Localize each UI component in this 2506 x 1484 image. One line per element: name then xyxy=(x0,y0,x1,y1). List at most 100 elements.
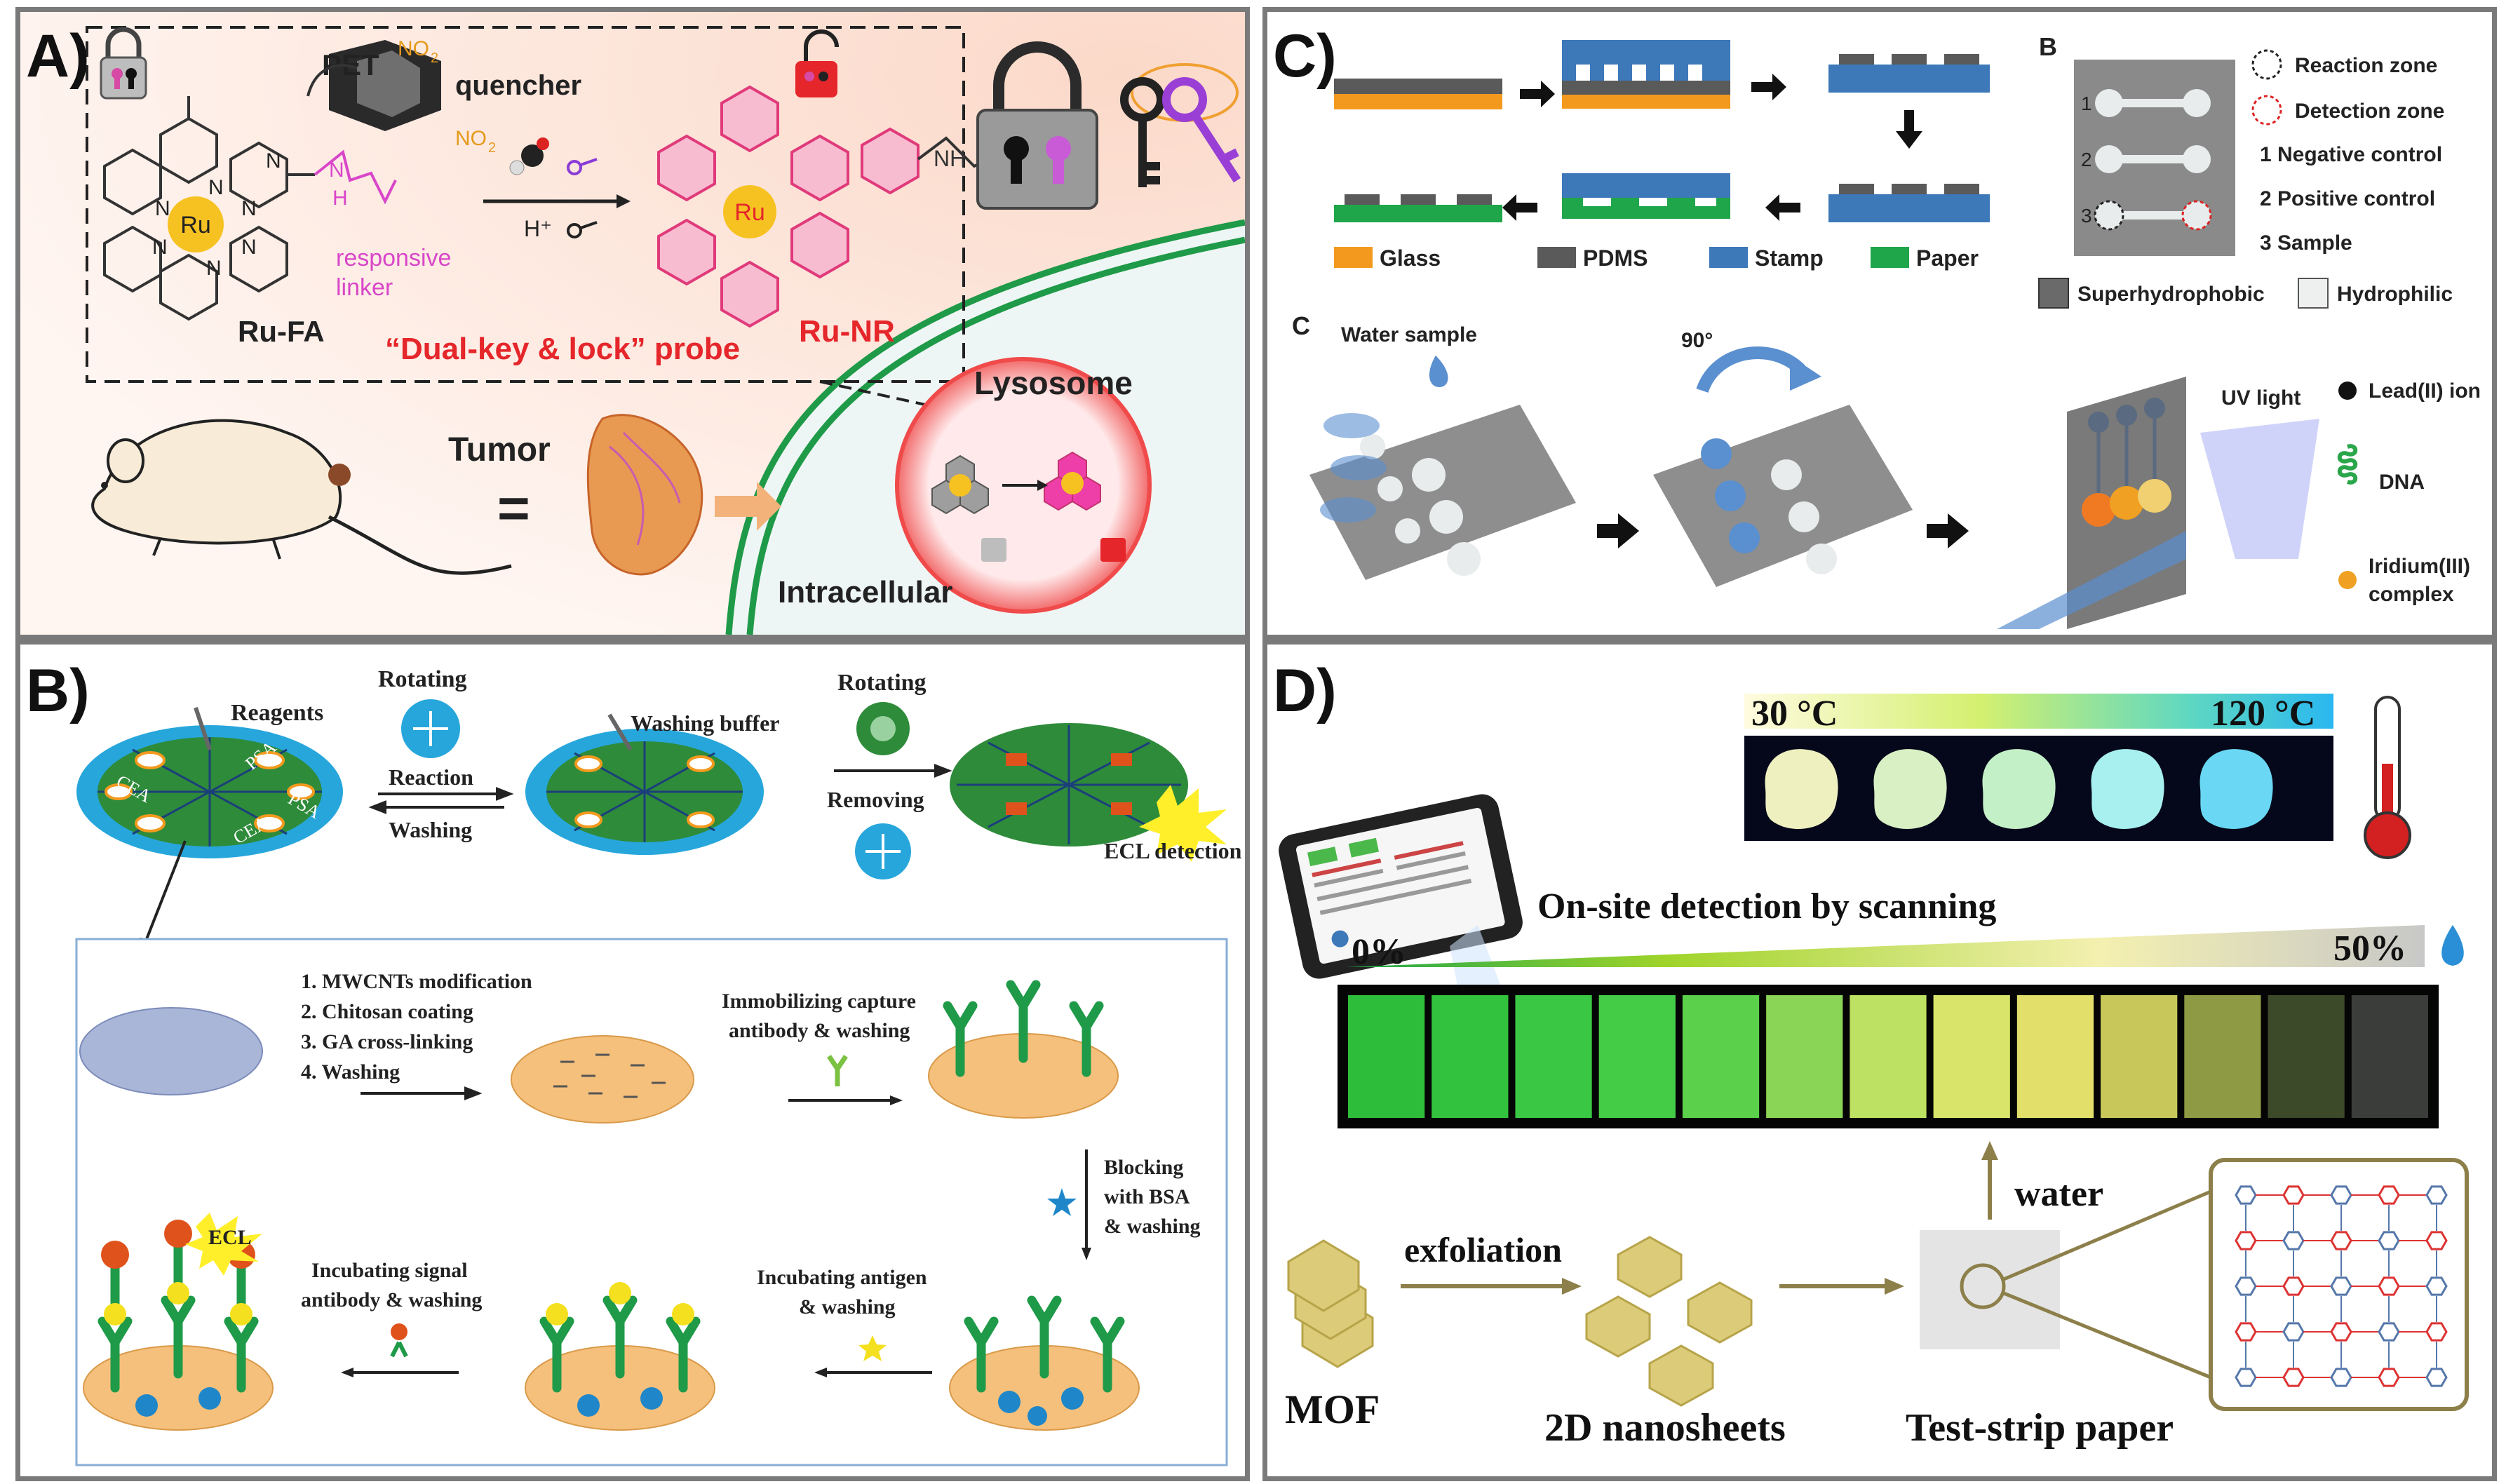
ru-nr-label: Ru-NR xyxy=(799,314,895,349)
strip-cell xyxy=(1933,995,2010,1118)
mof-node xyxy=(2235,1185,2257,1205)
mof-node xyxy=(2235,1322,2257,1342)
tumor-label: Tumor xyxy=(448,431,551,468)
strip-cell xyxy=(2101,995,2178,1118)
panel-d-letter: D) xyxy=(1273,657,1337,724)
exfoliation-arrow xyxy=(1401,1278,1582,1295)
onsite-detection-label: On-site detection by scanning xyxy=(1537,886,1996,926)
panel-b-graphic: B) Reagents PSA CEA CEA PSA Rotating Rea… xyxy=(26,657,1242,1466)
ru-label: Ru xyxy=(734,199,764,226)
reaction-zone-marker xyxy=(2251,49,2282,80)
mof-node xyxy=(2282,1368,2305,1387)
nanosheets-label: 2D nanosheets xyxy=(1544,1406,1786,1450)
mof-node xyxy=(2378,1322,2400,1342)
blocked-electrode xyxy=(949,1295,1140,1431)
nh-label: NH xyxy=(934,146,966,171)
test-strip-paper xyxy=(1920,1230,2060,1349)
n-label: N xyxy=(266,149,281,173)
temperature-sample xyxy=(1873,749,1947,829)
step-3-label: 3. GA cross-linking xyxy=(301,1030,473,1053)
panel-a-letter: A) xyxy=(26,22,90,90)
mof-node xyxy=(2282,1322,2305,1342)
no2-label: NO xyxy=(398,37,429,60)
ru-label: Ru xyxy=(180,212,210,238)
step-arrow-3 xyxy=(1047,1149,1091,1260)
ru-fa-molecule xyxy=(103,96,315,321)
dna-label: DNA xyxy=(2379,471,2425,494)
strip-cells xyxy=(1348,995,2428,1118)
strip-cell xyxy=(1598,995,1676,1118)
keys-icon xyxy=(1120,63,1241,187)
mof-node xyxy=(2235,1231,2257,1250)
superhydrophobic-swatch xyxy=(2038,278,2069,309)
immobilizing-label-2: antibody & washing xyxy=(729,1019,910,1042)
temperature-samples xyxy=(1765,749,2273,829)
mof-node xyxy=(2378,1276,2400,1296)
paper-chip xyxy=(2074,60,2235,256)
removing-label: Removing xyxy=(827,787,924,812)
incubating-antigen-label-1: Incubating antigen xyxy=(757,1266,927,1289)
chip-number: 1 xyxy=(2081,93,2092,114)
temperature-sample xyxy=(2200,749,2273,829)
test-plate-1 xyxy=(1309,405,1576,580)
legend-paper: Paper xyxy=(1916,245,1979,271)
temperature-sample xyxy=(1982,749,2056,829)
nh-h-label: H xyxy=(332,187,348,210)
temp-high-label: 120 °C xyxy=(2211,694,2315,734)
rotation-arrow xyxy=(1696,346,1805,393)
mof-node xyxy=(2282,1276,2305,1296)
legend-stamp: Stamp xyxy=(1755,245,1824,271)
dna-icon xyxy=(2337,444,2358,485)
iridium-label-1: Iridium(III) xyxy=(2369,555,2470,578)
fab-step-3 xyxy=(1828,54,1990,93)
rotating-icon-1 xyxy=(401,699,460,758)
sample-label: 3 Sample xyxy=(2260,231,2352,255)
water-sample-label: Water sample xyxy=(1341,323,1477,346)
iridium-label-2: complex xyxy=(2369,583,2454,606)
microfluidic-disc-1 xyxy=(76,707,343,858)
panel-a-graphic: A) Ru N N N N N N N Ru-FA N H PET NO 2 N… xyxy=(20,12,1245,635)
step-arrow-1 xyxy=(361,1086,483,1100)
blocking-label-1: Blocking xyxy=(1104,1156,1183,1179)
zoom-line xyxy=(145,840,187,940)
iridium-complex-icon xyxy=(2338,571,2357,589)
temperature-sample xyxy=(2091,749,2164,829)
mof-node xyxy=(2235,1368,2257,1387)
quencher-molecule xyxy=(329,40,441,131)
fab-step-1 xyxy=(1334,79,1502,109)
blocking-label-2: with BSA xyxy=(1104,1185,1190,1208)
unlocked-lock-icon xyxy=(795,29,839,97)
fab-step-6 xyxy=(1334,194,1502,222)
mof-node xyxy=(2282,1185,2305,1205)
test-plate-2 xyxy=(1653,405,1913,587)
strip-cell xyxy=(2016,995,2094,1118)
panel-d: D) 30 °C 120 °C On-site detection by sca… xyxy=(1262,640,2497,1481)
fab-step-4 xyxy=(1828,184,1990,222)
detection-zone-label: Detection zone xyxy=(2295,100,2444,123)
ecl-detection-label: ECL detection xyxy=(1104,838,1242,863)
incubating-signal-label-1: Incubating signal xyxy=(311,1259,468,1282)
nanosheets xyxy=(1585,1236,1753,1407)
mof-structure-zoom xyxy=(2209,1158,2469,1411)
rotating-label-1: Rotating xyxy=(378,666,467,692)
no2-label: NO xyxy=(455,127,487,150)
mouse-illustration xyxy=(91,419,512,575)
ru-center xyxy=(168,196,224,252)
panel-d-graphic: D) 30 °C 120 °C On-site detection by sca… xyxy=(1273,657,2469,1450)
water-drop-icon xyxy=(1429,356,1448,387)
detection-zone-marker xyxy=(2251,95,2282,126)
strip-cell xyxy=(1431,995,1509,1118)
strip-cell xyxy=(2268,995,2345,1118)
thermometer-icon xyxy=(2364,696,2411,859)
small-lock-icon xyxy=(100,27,147,100)
water-arrow xyxy=(1981,1141,1998,1220)
mof-node xyxy=(2378,1368,2400,1387)
strip-cell xyxy=(1515,995,1592,1118)
modified-electrode xyxy=(511,1035,694,1124)
removing-icon xyxy=(855,823,911,879)
hydrophilic-swatch xyxy=(2298,278,2329,309)
pct-high-label: 50% xyxy=(2333,929,2406,969)
step-arrow-2 xyxy=(788,1055,903,1105)
mof-node xyxy=(2425,1231,2448,1250)
legend-pdms: PDMS xyxy=(1583,245,1648,271)
